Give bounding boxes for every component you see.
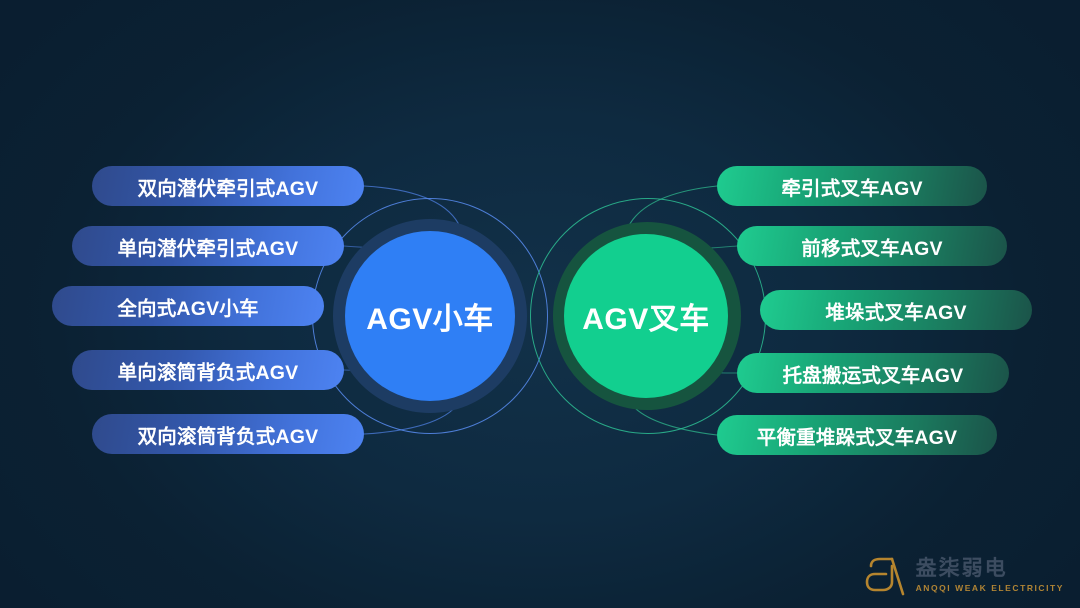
center-node-agv-forklift-label: AGV叉车 (582, 303, 710, 336)
right-branch-item-2[interactable]: 堆垛式叉车AGV (760, 290, 1032, 330)
left-branch-item-4[interactable]: 双向滚筒背负式AGV (92, 414, 364, 454)
right-branch-item-3[interactable]: 托盘搬运式叉车AGV (737, 353, 1009, 393)
right-branch-item-1[interactable]: 前移式叉车AGV (737, 226, 1007, 266)
brand-logo-icon (865, 557, 904, 596)
watermark-brand-en: ANQQI WEAK ELECTRICITY (915, 582, 1064, 593)
left-branch-item-4-label: 双向滚筒背负式AGV (137, 425, 319, 448)
left-branch-item-0-label: 双向潜伏牵引式AGV (137, 177, 319, 200)
watermark-brand-cn: 盎柒弱电 (915, 556, 1008, 580)
right-branch-item-2-label: 堆垛式叉车AGV (825, 301, 967, 324)
left-branch-item-0[interactable]: 双向潜伏牵引式AGV (92, 166, 364, 206)
right-branch-item-0-label: 牵引式叉车AGV (781, 177, 923, 200)
watermark-text-group: 盎柒弱电 ANQQI WEAK ELECTRICITY (916, 558, 1064, 593)
watermark: 盎柒弱电 ANQQI WEAK ELECTRICITY (862, 554, 1064, 596)
center-node-agv-cart-label: AGV小车 (366, 303, 494, 336)
center-node-agv-forklift[interactable]: AGV叉车 (564, 234, 728, 398)
right-branch-item-3-label: 托盘搬运式叉车AGV (782, 364, 964, 387)
left-branch-item-2[interactable]: 全向式AGV小车 (52, 286, 324, 326)
right-branch-item-0[interactable]: 牵引式叉车AGV (717, 166, 987, 206)
left-branch-item-1-label: 单向潜伏牵引式AGV (117, 237, 299, 260)
right-branch-item-4-label: 平衡重堆跺式叉车AGV (756, 426, 958, 449)
right-branch-item-1-label: 前移式叉车AGV (801, 237, 943, 260)
center-node-agv-cart[interactable]: AGV小车 (345, 231, 515, 401)
left-branch-item-3-label: 单向滚筒背负式AGV (117, 361, 299, 384)
left-branch-item-2-label: 全向式AGV小车 (117, 297, 259, 320)
right-branch-item-4[interactable]: 平衡重堆跺式叉车AGV (717, 415, 997, 455)
left-branch-item-1[interactable]: 单向潜伏牵引式AGV (72, 226, 344, 266)
left-branch-item-3[interactable]: 单向滚筒背负式AGV (72, 350, 344, 390)
